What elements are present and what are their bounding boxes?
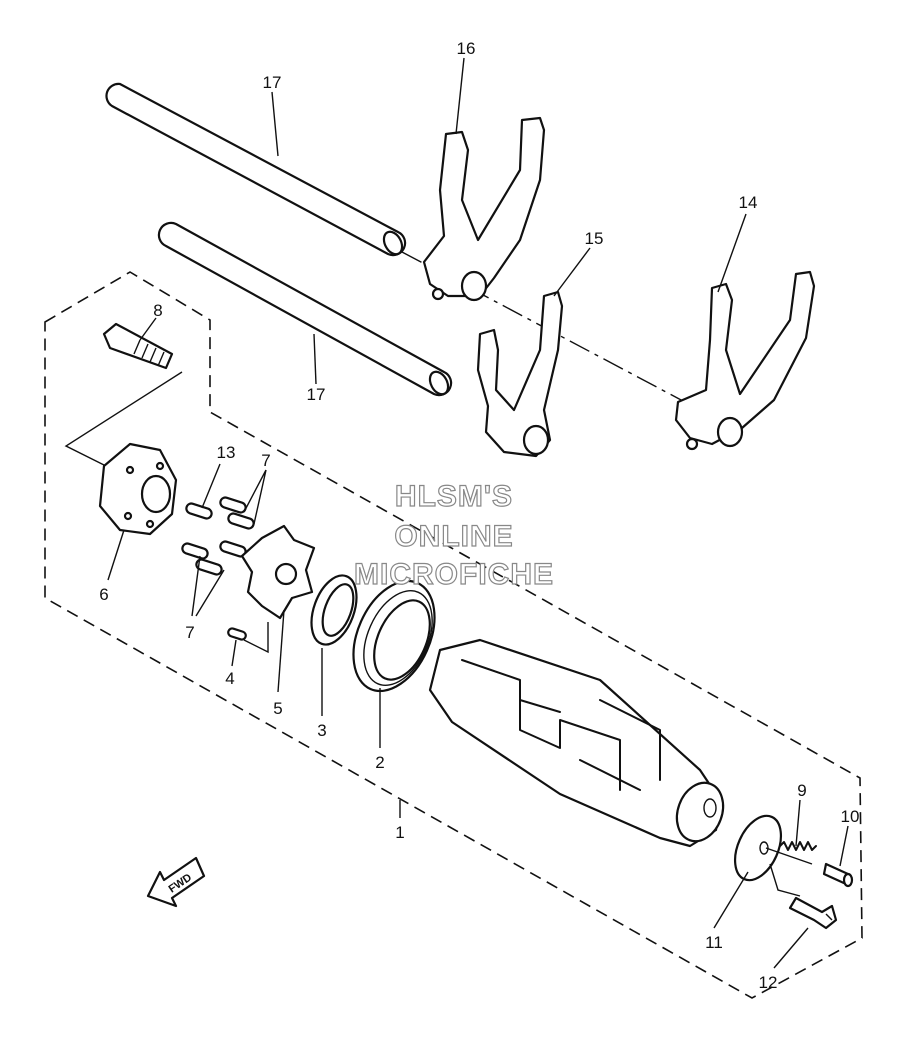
leader-17-upper bbox=[271, 91, 279, 157]
label-10: 10 bbox=[841, 807, 860, 826]
label-7-top: 7 bbox=[261, 451, 270, 470]
label-15: 15 bbox=[585, 229, 604, 248]
leader-16 bbox=[455, 57, 465, 135]
label-7-bottom: 7 bbox=[185, 623, 194, 642]
screw-8 bbox=[102, 322, 174, 370]
pin-10 bbox=[822, 862, 854, 888]
label-3: 3 bbox=[317, 721, 326, 740]
leader-8 bbox=[139, 317, 157, 341]
screw-12 bbox=[788, 896, 838, 930]
leader-10 bbox=[839, 825, 849, 867]
leader-5 bbox=[277, 609, 285, 693]
label-2: 2 bbox=[375, 753, 384, 772]
label-12: 12 bbox=[759, 973, 778, 992]
leader-4 bbox=[231, 639, 237, 667]
leader-17-lower bbox=[313, 333, 317, 385]
shift-drum-segment-6 bbox=[98, 442, 178, 536]
leader-12 bbox=[773, 927, 809, 969]
bearing-2 bbox=[352, 579, 436, 693]
spring-9 bbox=[779, 841, 817, 851]
label-6: 6 bbox=[99, 585, 108, 604]
leader-6 bbox=[107, 529, 125, 581]
label-5: 5 bbox=[273, 699, 282, 718]
label-4: 4 bbox=[225, 669, 234, 688]
label-14: 14 bbox=[739, 193, 758, 212]
leader-4-5 bbox=[243, 622, 269, 654]
pins-group bbox=[181, 496, 255, 641]
shift-fork-15 bbox=[476, 290, 564, 458]
fwd-arrow-icon: FWD bbox=[146, 856, 206, 908]
leader-15 bbox=[553, 247, 591, 297]
shift-fork-rod-upper bbox=[105, 82, 407, 257]
leader-13 bbox=[201, 463, 221, 509]
shift-fork-14 bbox=[674, 270, 816, 451]
washer-11 bbox=[733, 814, 783, 882]
watermark-line-1: HLSM'S bbox=[395, 480, 513, 513]
shift-fork-rod-lower bbox=[157, 221, 453, 397]
watermark-line-3: MICROFICHE bbox=[354, 558, 554, 591]
label-11: 11 bbox=[705, 933, 723, 952]
leader-11-12 bbox=[769, 863, 801, 897]
shift-fork-16 bbox=[422, 116, 546, 302]
label-17-upper: 17 bbox=[263, 73, 282, 92]
label-9: 9 bbox=[797, 781, 806, 800]
watermark-line-2: ONLINE bbox=[394, 520, 513, 553]
label-8: 8 bbox=[153, 301, 162, 320]
label-1: 1 bbox=[395, 823, 404, 842]
spring-9-axis bbox=[765, 847, 813, 865]
circlip-3 bbox=[310, 574, 358, 646]
label-13: 13 bbox=[217, 443, 236, 462]
leader-8-6 bbox=[64, 371, 183, 467]
assembly-boundary bbox=[44, 271, 863, 999]
leader-11 bbox=[713, 871, 749, 929]
leader-7-bottom bbox=[191, 555, 225, 617]
leader-7-top bbox=[243, 469, 267, 525]
leader-14 bbox=[717, 213, 747, 293]
shift-cam-5 bbox=[240, 524, 316, 620]
leader-9 bbox=[795, 799, 801, 847]
shift-drum-1 bbox=[428, 638, 725, 848]
label-16: 16 bbox=[457, 39, 476, 58]
label-17-lower: 17 bbox=[307, 385, 326, 404]
